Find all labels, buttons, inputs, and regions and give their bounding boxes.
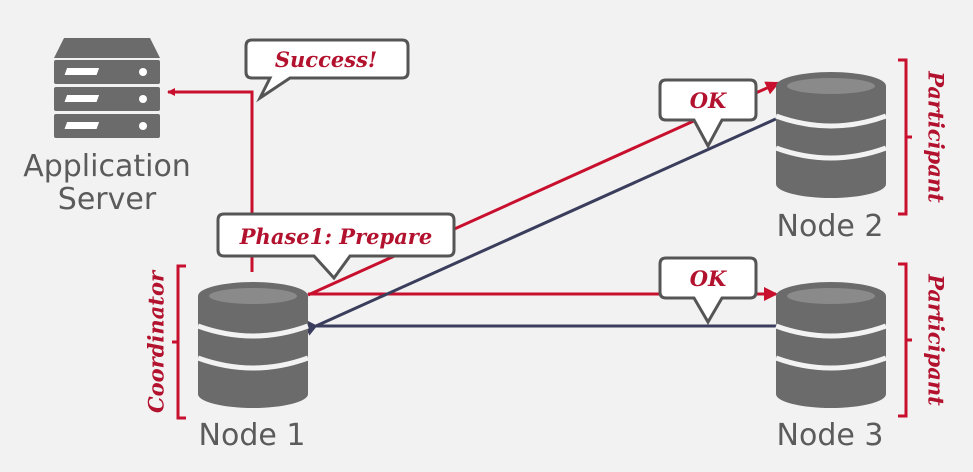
app-server-label-line2: Server <box>58 182 157 217</box>
participant-bracket-node3 <box>898 262 912 418</box>
ok-node3-text: OK <box>690 266 727 291</box>
success-callout: Success! <box>244 38 410 103</box>
server-icon <box>54 38 160 138</box>
database-icon <box>775 282 887 408</box>
prepare-text: Phase1: Prepare <box>239 224 432 249</box>
success-text: Success! <box>275 47 377 72</box>
participant-bracket-node2 <box>898 58 912 216</box>
database-icon <box>197 282 309 408</box>
node1-label: Node 1 <box>199 418 306 453</box>
app-server-label-line1: Application <box>23 149 191 184</box>
participant-role-label-node2: Participant <box>924 70 949 203</box>
ok-arrow-node2 <box>304 116 779 336</box>
ok-callout-node2: OK <box>658 78 758 150</box>
coordinator-bracket <box>172 264 186 420</box>
database-icon <box>775 72 887 198</box>
coordinator-role-label: Coordinator <box>144 269 169 413</box>
ok-node2-text: OK <box>690 88 727 113</box>
node2-label: Node 2 <box>777 209 884 244</box>
success-arrow <box>167 88 254 272</box>
node3-label: Node 3 <box>777 418 884 453</box>
participant-role-label-node3: Participant <box>924 273 949 406</box>
ok-callout-node3: OK <box>658 256 758 325</box>
prepare-callout: Phase1: Prepare <box>216 212 456 281</box>
